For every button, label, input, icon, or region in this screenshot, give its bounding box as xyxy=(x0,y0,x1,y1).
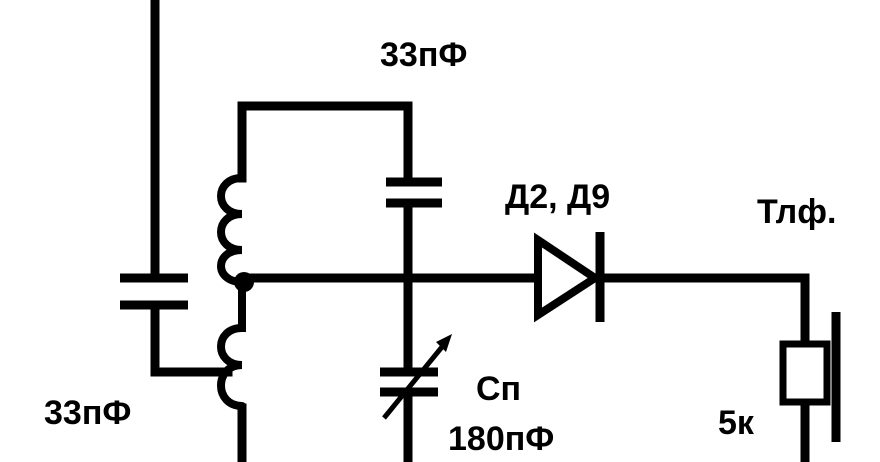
variable-capacitor-name-label: Cп xyxy=(476,370,522,408)
antenna-branch xyxy=(120,0,233,377)
lower-coil xyxy=(217,280,246,410)
top-loop-wire xyxy=(237,101,413,185)
variable-capacitor-value-label: 180пФ xyxy=(448,420,555,458)
variable-capacitor-arrow-shaft xyxy=(382,340,448,420)
diode-label: Д2, Д9 xyxy=(505,178,611,216)
diode-triangle xyxy=(534,232,603,323)
left-capacitor-label: 33пФ xyxy=(44,394,132,432)
diode xyxy=(534,232,605,323)
headphones-resistance-label: 5к xyxy=(718,404,754,442)
headphones-label: Тлф. xyxy=(757,193,837,231)
tank-top-loop xyxy=(237,101,442,208)
left-capacitor-lead xyxy=(150,302,233,377)
upper-coil xyxy=(217,174,246,286)
output-wire xyxy=(595,273,810,347)
headphones-body xyxy=(779,340,831,406)
top-capacitor-label: 33пФ xyxy=(380,36,468,74)
headphones xyxy=(779,312,841,462)
variable-capacitor-arrow-head xyxy=(436,334,452,352)
variable-capacitor xyxy=(380,334,452,462)
